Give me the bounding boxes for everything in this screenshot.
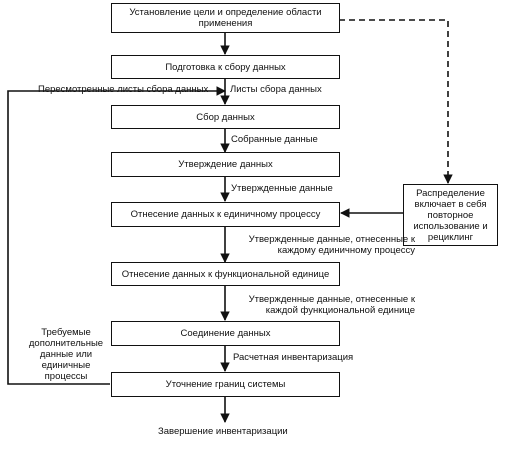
- step-boundaries: Уточнение границ системы: [111, 372, 340, 397]
- step-collect-label: Сбор данных: [196, 111, 255, 123]
- step-allocation: Распределение включает в себя повторное …: [403, 184, 498, 246]
- step-validate-label: Утверждение данных: [178, 159, 273, 170]
- flow-sheets: Листы сбора данных: [230, 84, 322, 95]
- step-validate: Утверждение данных: [111, 152, 340, 177]
- step-merge: Соединение данных: [111, 321, 340, 346]
- step-boundaries-label: Уточнение границ системы: [165, 379, 286, 390]
- step-prep-label: Подготовка к сбору данных: [165, 61, 286, 73]
- arrow-dashed-goal-to-allocation: [339, 19, 453, 184]
- step-goal-scope-label: Установление цели и определение области …: [129, 7, 322, 29]
- flow-validated-fu: Утвержденные данные, отнесенные к каждой…: [248, 294, 415, 316]
- step-unit-process-label: Отнесение данных к единичному процессу: [130, 209, 321, 220]
- step-allocation-label: Распределение включает в себя повторное …: [413, 187, 488, 243]
- step-goal-scope: Установление цели и определение области …: [111, 3, 340, 33]
- flow-validated: Утвержденные данные: [231, 183, 333, 194]
- step-functional-unit-label: Отнесение данных к функциональной единиц…: [121, 268, 330, 280]
- flow-calculated: Расчетная инвентаризация: [233, 352, 354, 363]
- flow-additional: Требуемые дополнительные данные или един…: [28, 327, 104, 382]
- step-merge-label: Соединение данных: [180, 328, 271, 339]
- arrow-feedback-loop: [7, 86, 226, 385]
- step-unit-process: Отнесение данных к единичному процессу: [111, 202, 340, 227]
- flow-collected: Собранные данные: [231, 134, 318, 145]
- flow-revised-sheets: Пересмотренные листы сбора данных: [38, 84, 209, 95]
- flow-complete: Завершение инвентаризации: [158, 426, 288, 437]
- step-collect: Сбор данных: [111, 105, 340, 129]
- step-functional-unit: Отнесение данных к функциональной единиц…: [111, 262, 340, 286]
- flow-validated-unit: Утвержденные данные, отнесенные к каждом…: [248, 234, 415, 256]
- step-prep: Подготовка к сбору данных: [111, 55, 340, 79]
